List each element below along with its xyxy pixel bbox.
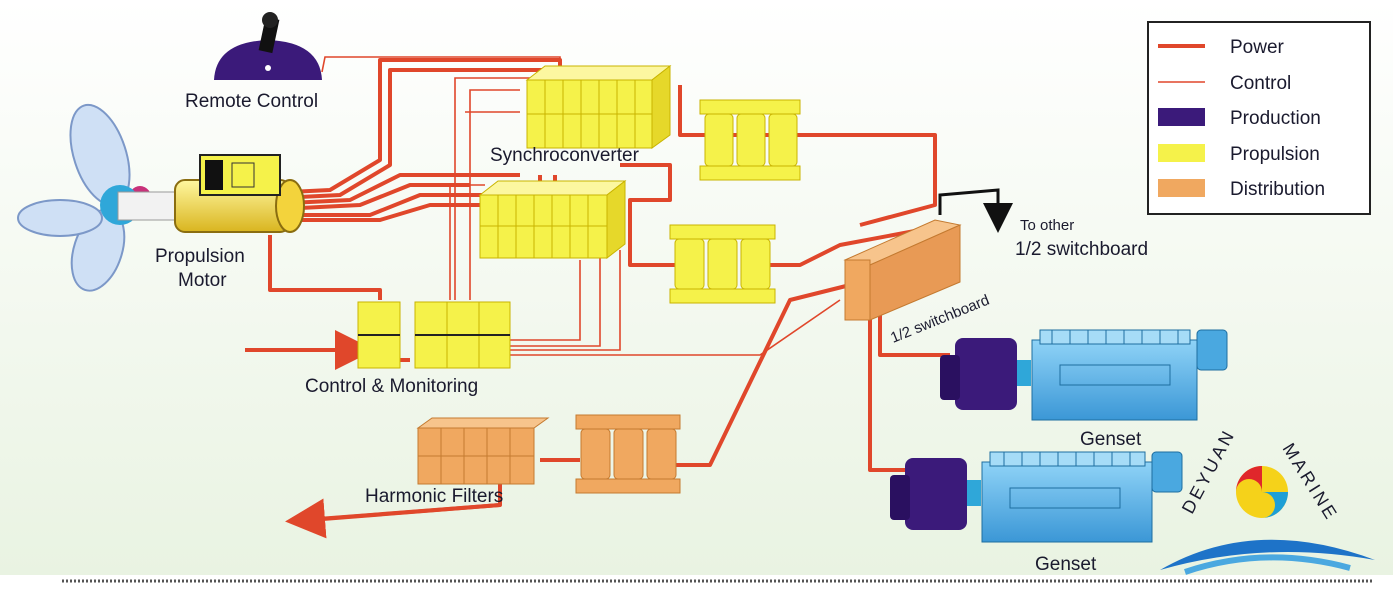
legend-label-distribution: Distribution — [1230, 179, 1325, 200]
propulsion-motor-label-2: Motor — [178, 270, 227, 291]
output-arrow — [285, 498, 501, 539]
control-cabinet-small — [357, 301, 401, 369]
genset-upper — [940, 329, 1228, 421]
legend-production-swatch — [1158, 108, 1205, 126]
propulsion-motor-label-1: Propulsion — [155, 246, 245, 267]
control-cabinet-large — [414, 301, 511, 369]
remote-control-label: Remote Control — [185, 91, 318, 112]
harmonic-filters-label: Harmonic Filters — [365, 486, 503, 507]
legend: Power Control Production Propulsion Dist… — [1147, 21, 1371, 215]
propeller-shaft — [117, 191, 181, 221]
propulsion-motor — [174, 154, 305, 233]
synchroconverter-upper — [525, 64, 672, 149]
synchroconverter-label: Synchroconverter — [490, 145, 640, 166]
genset-lower-label: Genset — [1035, 554, 1097, 575]
genset-upper-label: Genset — [1080, 429, 1142, 450]
legend-label-propulsion: Propulsion — [1230, 144, 1320, 165]
to-other-switchboard-arrow — [938, 188, 1013, 233]
half-switchboard — [843, 219, 962, 321]
legend-label-power: Power — [1230, 37, 1285, 58]
control-lines — [321, 56, 841, 356]
transformer-upper — [699, 99, 801, 181]
synchroconverter-lower — [478, 179, 627, 260]
harmonic-filter-transformer — [575, 414, 681, 494]
harmonic-filter-bank — [416, 417, 550, 485]
to-other-label-1: To other — [1020, 217, 1074, 234]
transformer-lower — [669, 224, 776, 304]
legend-propulsion-swatch — [1158, 144, 1205, 162]
genset-lower — [890, 451, 1183, 543]
legend-label-production: Production — [1230, 108, 1321, 129]
control-monitoring-label: Control & Monitoring — [305, 376, 478, 397]
legend-distribution-swatch — [1158, 179, 1205, 197]
remote-control — [214, 12, 322, 80]
to-other-label-2: 1/2 switchboard — [1015, 239, 1148, 260]
legend-label-control: Control — [1230, 73, 1291, 94]
